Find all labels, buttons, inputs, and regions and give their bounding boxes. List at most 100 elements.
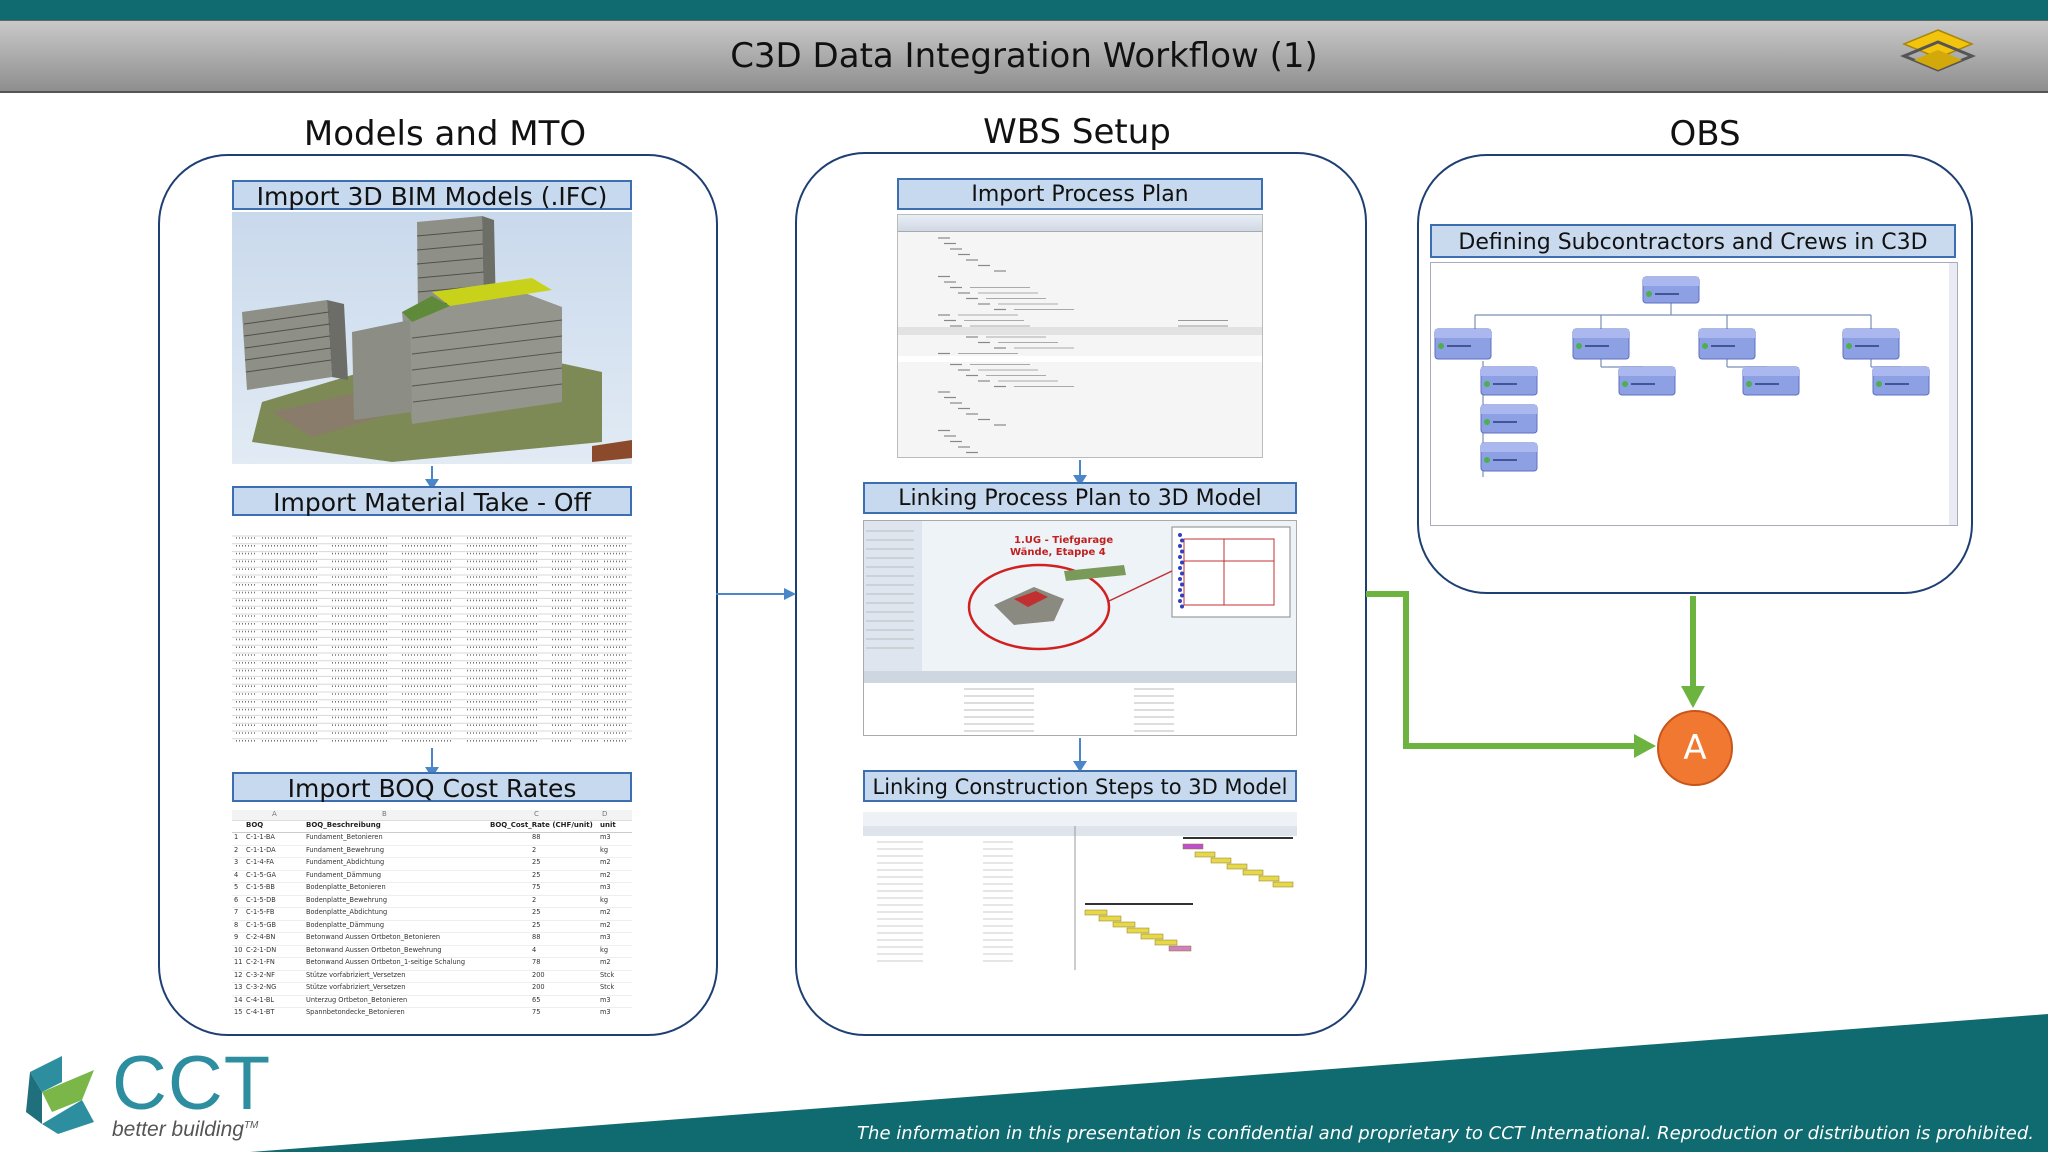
obs-node-icon <box>1646 291 1652 297</box>
obs-node <box>1842 328 1900 360</box>
obs-node <box>1872 366 1930 396</box>
boq-cell: m3 <box>600 1008 611 1016</box>
obs-node-icon <box>1746 381 1752 387</box>
plan-point <box>1180 582 1184 587</box>
boq-cell: C-1-5-GA <box>246 870 276 879</box>
obs-node <box>1642 276 1700 304</box>
gantt-bar <box>1084 909 1108 916</box>
boq-cell: 5 <box>234 883 239 891</box>
obs-node <box>1572 328 1630 360</box>
obs-node-icon <box>1876 381 1882 387</box>
boq-h-desc: BOQ_Beschreibung <box>306 821 381 829</box>
obs-node-icon <box>1438 343 1444 349</box>
boq-cell: C-1-1-BA <box>246 833 275 841</box>
plan-point <box>1180 560 1184 565</box>
boq-cell: 25 <box>532 920 541 929</box>
obs-node <box>1480 404 1538 434</box>
gantt-bar <box>1168 945 1192 952</box>
boq-cell: 7 <box>234 908 239 916</box>
slide-title: C3D Data Integration Workflow (1) <box>730 36 1318 76</box>
boq-cell: C-1-5-GB <box>246 920 277 929</box>
boq-cell: C-4-1-BL <box>246 995 275 1004</box>
footer-band <box>250 1014 2048 1152</box>
boq-cell: Stütze vorfabriziert_Versetzen <box>306 970 406 979</box>
boq-cell: 25 <box>532 858 541 866</box>
boq-cell: C-1-5-DB <box>246 895 276 904</box>
plan-point <box>1180 604 1184 609</box>
gantt-bar <box>1210 857 1232 864</box>
boq-cell: C-4-1-BT <box>246 1008 275 1016</box>
boq-cell: Bodenplatte_Betonieren <box>306 883 386 891</box>
boq-cell: m2 <box>600 858 611 866</box>
boq-col-b: B <box>382 810 387 818</box>
boq-cell: 11 <box>234 958 243 966</box>
plan-point <box>1180 571 1184 576</box>
cct-tagline: better buildingTM <box>112 1118 258 1142</box>
obs-node-header <box>1873 367 1929 376</box>
plan-point <box>1178 588 1182 592</box>
gantt-bar <box>1258 875 1280 882</box>
obs-node-header <box>1619 367 1675 376</box>
boq-cell: 2 <box>532 845 537 854</box>
cct-logo-icon <box>26 1056 94 1134</box>
boq-cell: 75 <box>532 883 541 891</box>
boq-cell: 4 <box>532 945 537 954</box>
boq-cell: 14 <box>234 995 243 1004</box>
arrow-models-to-mto <box>425 466 439 490</box>
gantt-bar <box>1098 915 1122 922</box>
boq-cell: 88 <box>532 833 541 841</box>
model-label-line1: 1.UG - Tiefgarage <box>1014 535 1113 546</box>
plan-point <box>1178 577 1182 581</box>
boq-cell: 65 <box>532 995 541 1004</box>
gantt-bar <box>1154 939 1178 946</box>
boq-cell: C-3-2-NG <box>246 983 277 991</box>
boq-cell: m3 <box>600 833 611 841</box>
arrow-process-to-linking <box>1073 460 1087 486</box>
boq-cell: kg <box>600 895 609 904</box>
gantt-bar <box>1140 933 1164 940</box>
boq-cell: 10 <box>234 945 243 954</box>
arrow-wbs-to-a <box>1366 591 1656 758</box>
linking-3d-screenshot: 1.UG - Tiefgarage Wände, Etappe 4 <box>863 520 1297 736</box>
boq-cell: kg <box>600 945 609 954</box>
construction-steps-gantt <box>863 812 1297 970</box>
tagline-text: better building <box>112 1118 244 1141</box>
arrow-models-to-wbs <box>716 588 796 600</box>
boq-cell: 3 <box>234 858 239 866</box>
step-define-subcontractors: Defining Subcontractors and Crews in C3D <box>1430 224 1956 258</box>
arrow-obs-to-a <box>1681 596 1705 708</box>
obs-node <box>1480 366 1538 396</box>
plan-point <box>1178 533 1182 537</box>
obs-node-icon <box>1702 343 1708 349</box>
boq-cell: 13 <box>234 983 243 991</box>
boq-cell: C-1-5-FB <box>246 908 275 916</box>
boq-cell: Stck <box>600 983 615 991</box>
gantt-bar <box>1126 927 1150 934</box>
step-link-construction-steps: Linking Construction Steps to 3D Model <box>863 770 1297 802</box>
step-link-process-plan: Linking Process Plan to 3D Model <box>863 482 1297 514</box>
boq-cell: 4 <box>234 870 239 879</box>
section-title-models: Models and MTO <box>303 114 587 154</box>
boq-cell: 25 <box>532 908 541 916</box>
section-title-obs: OBS <box>1669 114 1741 154</box>
top-accent-bar <box>0 0 2048 20</box>
plan-point <box>1178 566 1182 570</box>
gantt-bar <box>1112 921 1136 928</box>
obs-node-header <box>1481 443 1537 452</box>
process-plan-screenshot <box>897 214 1263 458</box>
boq-cell: m2 <box>600 958 611 966</box>
model-label-line2: Wände, Etappe 4 <box>1010 547 1106 558</box>
obs-node-header <box>1643 277 1699 286</box>
boq-cell: Betonwand Aussen Ortbeton_1-seitige Scha… <box>306 958 466 966</box>
